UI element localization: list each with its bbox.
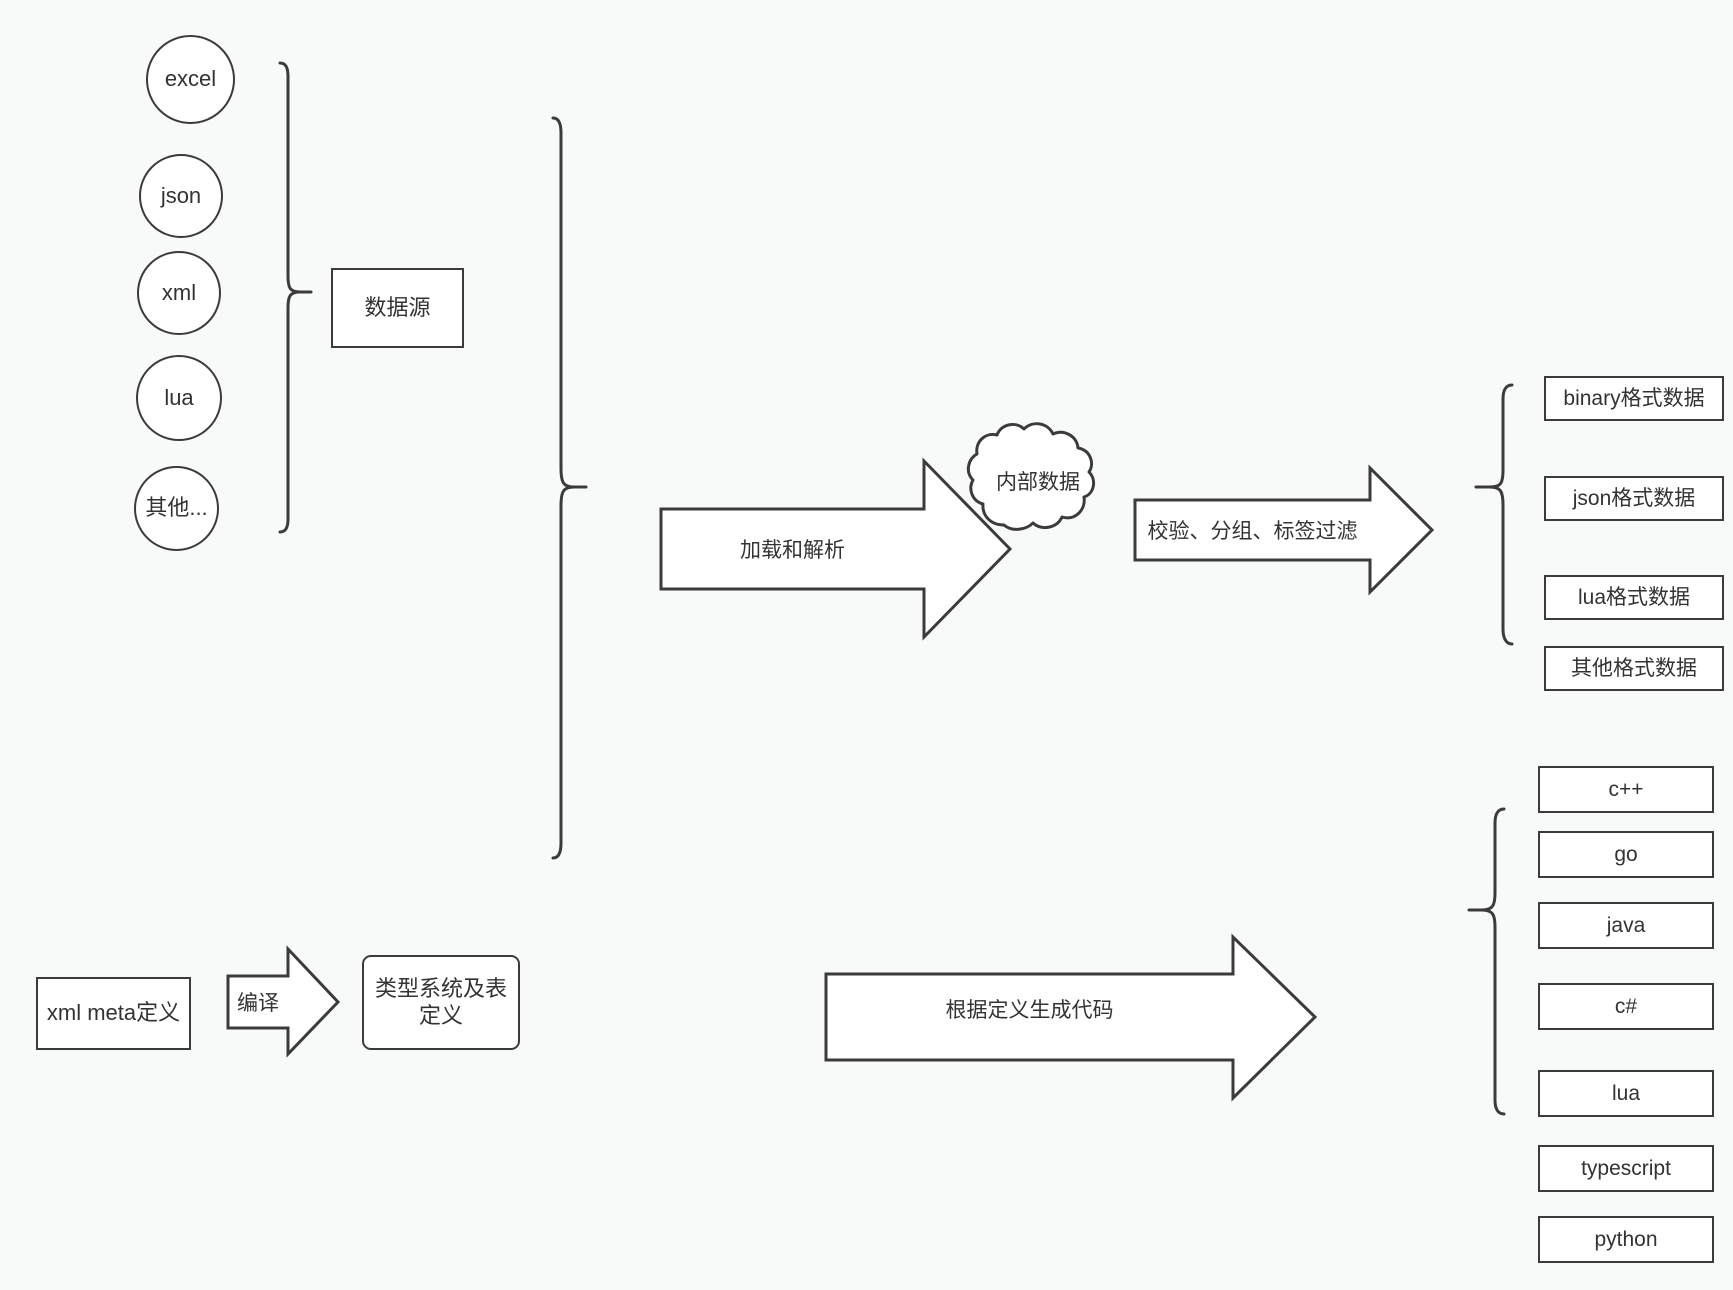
language-box-cpp[interactable]: c++ [1538,766,1714,813]
language-box-go[interactable]: go [1538,831,1714,878]
xml-meta-definition-box[interactable]: xml meta定义 [36,977,191,1050]
load-parse-arrow-shape [659,457,1013,641]
output-box-other[interactable]: 其他格式数据 [1544,646,1724,691]
main-input-brace [551,116,575,860]
output-box-label: binary格式数据 [1563,386,1705,410]
output-box-lua[interactable]: lua格式数据 [1544,575,1724,620]
source-node-other[interactable]: 其他... [134,466,219,551]
type-system-box[interactable]: 类型系统及表定义 [362,955,520,1050]
source-node-excel[interactable]: excel [146,35,235,124]
source-node-json[interactable]: json [139,154,223,238]
language-box-label: c++ [1608,777,1644,801]
source-node-label: lua [164,384,194,410]
language-box-python[interactable]: python [1538,1216,1714,1263]
language-brace [1481,807,1506,1116]
codegen-arrow-shape [824,933,1318,1102]
output-box-binary[interactable]: binary格式数据 [1544,376,1724,421]
output-box-label: lua格式数据 [1577,585,1691,609]
language-box-lua[interactable]: lua [1538,1070,1714,1117]
type-system-label: 类型系统及表定义 [374,975,507,1028]
language-box-label: java [1606,913,1646,937]
language-box-label: go [1614,842,1638,866]
data-format-brace [1489,383,1514,646]
source-node-lua[interactable]: lua [136,355,222,441]
source-node-label: json [160,182,202,208]
process-arrow-shape [1133,464,1435,596]
language-box-label: typescript [1581,1156,1671,1180]
language-box-typescript[interactable]: typescript [1538,1145,1714,1192]
language-box-java[interactable]: java [1538,902,1714,949]
source-node-label: xml [161,279,197,305]
output-box-label: json格式数据 [1572,486,1696,510]
internal-data-cloud-shape [966,422,1096,531]
source-node-label: 其他... [145,495,208,521]
source-node-label: excel [164,66,217,92]
data-source-label: 数据源 [364,294,431,320]
language-box-label: lua [1611,1081,1641,1105]
language-box-csharp[interactable]: c# [1538,983,1714,1030]
language-box-label: python [1594,1227,1658,1251]
data-source-box[interactable]: 数据源 [331,268,464,348]
output-box-json[interactable]: json格式数据 [1544,476,1724,521]
output-box-label: 其他格式数据 [1571,656,1697,680]
language-box-label: c# [1614,994,1638,1018]
compile-arrow-shape [226,945,341,1058]
source-node-xml[interactable]: xml [137,251,221,335]
source-group-brace [278,61,301,534]
xml-meta-definition-label: xml meta定义 [46,1000,181,1026]
